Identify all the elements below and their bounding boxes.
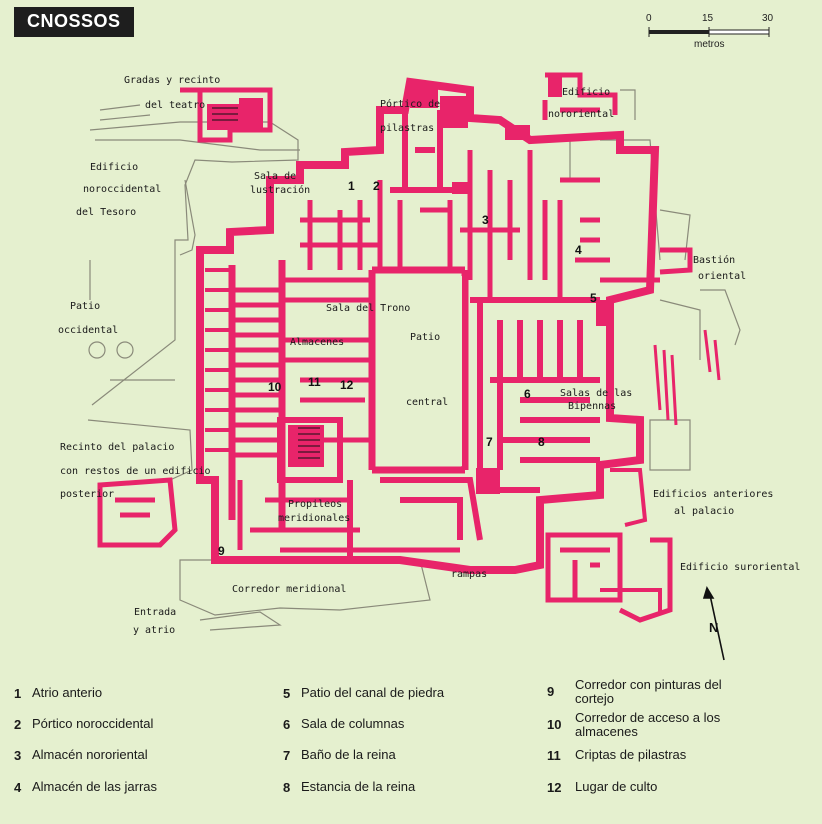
legend-number: 10 <box>547 717 562 732</box>
label-portico-1: Pórtico de <box>380 99 441 110</box>
label-edif-sur: Edificio suroriental <box>680 562 801 573</box>
north-label: N <box>709 620 719 635</box>
legend-item: 10 Corredor de acceso a los almacenes <box>547 711 735 739</box>
legend-number: 4 <box>14 780 22 795</box>
legend-text: Corredor con pinturas del cortejo <box>575 677 722 706</box>
legend-number: 1 <box>14 686 22 701</box>
legend-number: 6 <box>283 717 291 732</box>
label-sala-trono: Sala del Trono <box>326 303 411 314</box>
plan-number-7: 7 <box>486 435 493 449</box>
legend-number: 7 <box>283 748 291 763</box>
palace-plan <box>87 72 741 661</box>
legend-item: 9 Corredor con pinturas del cortejo <box>547 678 735 706</box>
label-sala-lus-1: Sala de <box>254 171 297 182</box>
label-recinto-3: posterior <box>60 489 115 500</box>
legend-text: Baño de la reina <box>301 747 396 762</box>
label-salas-bipennas-2: Bipennas <box>568 401 617 412</box>
legend-item: 7 Baño de la reina <box>283 747 396 764</box>
plan-number-1: 1 <box>348 179 355 193</box>
legend-text: Patio del canal de piedra <box>301 685 445 700</box>
legend-text: Almacén nororiental <box>32 747 148 762</box>
label-almacenes: Almacenes <box>290 337 345 348</box>
legend-item: 8 Estancia de la reina <box>283 779 416 796</box>
legend-number: 11 <box>547 748 561 763</box>
scale-tick-15: 15 <box>702 13 714 24</box>
label-entrada-1: Entrada <box>134 607 177 618</box>
label-edif-noro-3: del Tesoro <box>76 207 137 218</box>
legend-number: 8 <box>283 780 291 795</box>
scale-tick-30: 30 <box>762 13 774 24</box>
label-rampas: rampas <box>451 569 488 580</box>
label-portico-2: pilastras <box>380 123 435 134</box>
courtyard-fills <box>378 276 462 466</box>
legend-text: Corredor de acceso a los almacenes <box>575 710 721 739</box>
legend-text: Criptas de pilastras <box>575 747 687 762</box>
label-gradas: Gradas y recinto <box>124 75 221 86</box>
plan-number-10: 10 <box>268 380 282 394</box>
legend-text: Estancia de la reina <box>301 779 416 794</box>
legend-item: 6 Sala de columnas <box>283 716 405 733</box>
legend-number: 3 <box>14 748 22 763</box>
label-bastion-1: Bastión <box>693 255 736 266</box>
label-patio-occ-1: Patio <box>70 301 101 312</box>
label-patio-occ-2: occidental <box>58 325 119 336</box>
scale-tick-0: 0 <box>646 13 652 24</box>
label-entrada-2: y atrio <box>133 625 176 636</box>
scale-bar <box>648 27 770 37</box>
label-bastion-2: oriental <box>698 271 747 282</box>
legend-number: 2 <box>14 717 22 732</box>
plan-number-2: 2 <box>373 179 380 193</box>
label-propileos-2: meridionales <box>278 513 351 524</box>
plan-number-6: 6 <box>524 387 531 401</box>
label-patio-central-1: Patio <box>410 332 441 343</box>
label-sala-lus-2: lustración <box>250 185 311 196</box>
label-corredor-meridional: Corredor meridional <box>232 584 347 595</box>
legend-item: 5 Patio del canal de piedra <box>283 685 445 702</box>
plan-number-8: 8 <box>538 435 545 449</box>
east-ruins <box>653 329 721 426</box>
label-salas-bipennas-1: Salas de las <box>560 388 633 399</box>
legend-text: Atrio anterio <box>32 685 103 700</box>
legend-item: 11 Criptas de pilastras <box>547 747 687 764</box>
legend-text: Almacén de las jarras <box>32 779 157 794</box>
legend-item: 3 Almacén nororiental <box>14 747 148 764</box>
legend-item: 2 Pórtico noroccidental <box>14 716 154 733</box>
plan-number-5: 5 <box>590 291 597 305</box>
legend-text: Pórtico noroccidental <box>32 716 154 731</box>
legend-item: 12 Lugar de culto <box>547 779 658 796</box>
legend-number: 12 <box>547 780 562 795</box>
scale-unit: metros <box>694 39 725 50</box>
plan-number-3: 3 <box>482 213 489 227</box>
stairs <box>212 107 320 459</box>
label-edif-nor-2: nororiental <box>548 109 615 120</box>
legend-text: Sala de columnas <box>301 716 405 731</box>
legend-text: Lugar de culto <box>575 779 658 794</box>
map-title: CNOSSOS <box>14 7 134 37</box>
label-edif-ant-1: Edificios anteriores <box>653 489 774 500</box>
plan-number-9: 9 <box>218 544 225 558</box>
north-arrow-icon <box>702 586 725 661</box>
legend-item: 4 Almacén de las jarras <box>14 779 157 796</box>
label-patio-central-2: central <box>406 397 449 408</box>
legend-item: 1 Atrio anterio <box>14 685 103 702</box>
label-recinto-2: con restos de un edificio <box>60 466 211 477</box>
legend-number: 5 <box>283 686 291 701</box>
label-edif-noro-2: noroccidental <box>83 184 162 195</box>
label-propileos-1: Propileos <box>288 499 343 510</box>
plan-number-11: 11 <box>308 375 321 389</box>
label-edif-noro-1: Edificio <box>90 162 139 173</box>
label-teatro: del teatro <box>145 100 206 111</box>
label-recinto-1: Recinto del palacio <box>60 442 175 453</box>
plan-number-12: 12 <box>340 378 354 392</box>
label-edif-ant-2: al palacio <box>674 506 735 517</box>
label-edif-nor-1: Edificio <box>562 87 611 98</box>
legend-number: 9 <box>547 684 555 699</box>
plan-number-4: 4 <box>575 243 582 257</box>
